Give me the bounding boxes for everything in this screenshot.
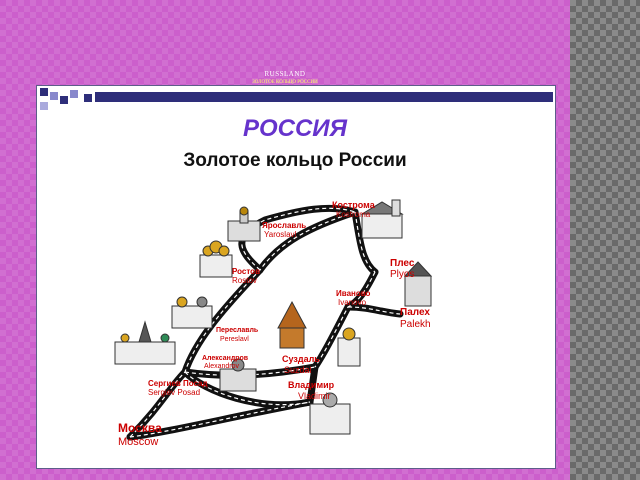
city-label-pereslavl-ru: Переславль [216, 327, 259, 334]
city-label-ivanovo-en: Ivanovo [338, 298, 367, 307]
city-labels: Кострома Kostroma Ярославль Yaroslavl Ро… [118, 200, 431, 448]
city-label-suzdal-en: Suzdal [284, 365, 312, 375]
church-icon [360, 199, 404, 239]
header-caption: RUSSLAND [264, 70, 306, 78]
city-label-plyos-ru: Плес [390, 258, 415, 269]
city-label-palekh-en: Palekh [400, 319, 431, 330]
header-subcaption: ЗОЛОТОЕ КОЛЬЦО РОССИИ [252, 80, 318, 85]
city-label-alexandrov-ru: Александров [202, 355, 249, 362]
city-label-rostov-ru: Ростов [232, 267, 260, 276]
church-icon [277, 300, 307, 349]
city-label-ivanovo-ru: Иваново [336, 289, 371, 298]
city-label-rostov-en: Rostov [232, 276, 257, 285]
city-label-vladimir-en: Vladimir [298, 391, 331, 401]
city-label-kostroma-ru: Кострома [332, 200, 376, 210]
church-icon [114, 320, 176, 365]
church-icon [219, 358, 257, 392]
city-label-vladimir-ru: Владимир [288, 380, 335, 390]
golden-ring-map: Кострома Kostroma Ярославль Yaroslavl Ро… [114, 199, 433, 448]
slide-subtitle: Золотое кольцо России [183, 150, 407, 171]
city-label-pereslavl-en: Pereslavl [220, 336, 249, 343]
city-label-palekh-ru: Палех [400, 307, 430, 318]
church-icon [171, 296, 213, 329]
road-network [126, 204, 404, 441]
church-icon [227, 206, 261, 242]
city-label-sergiev-posad-ru: Сергиев Посад [148, 379, 208, 388]
city-label-moscow-en: Moscow [118, 436, 158, 448]
church-icon [309, 392, 351, 435]
checker-strip-decor [570, 0, 640, 480]
church-icons [114, 199, 433, 435]
slide-title: РОССИЯ [242, 115, 348, 142]
city-label-alexandrov-en: Alexandrov [204, 363, 240, 370]
city-label-yaroslavl-ru: Ярославль [262, 221, 306, 230]
city-label-kostroma-en: Kostroma [336, 210, 371, 219]
church-icon [337, 327, 361, 367]
church-icon [403, 261, 433, 307]
decor-bar [95, 92, 553, 102]
city-label-yaroslavl-en: Yaroslavl [264, 230, 297, 239]
city-label-moscow-ru: Москва [118, 421, 162, 435]
city-label-sergiev-posad-en: Sergiev Posad [148, 388, 200, 397]
city-label-plyos-en: Plyos [390, 269, 414, 280]
city-label-suzdal-ru: Суздаль [282, 354, 320, 364]
church-icon [199, 240, 233, 278]
